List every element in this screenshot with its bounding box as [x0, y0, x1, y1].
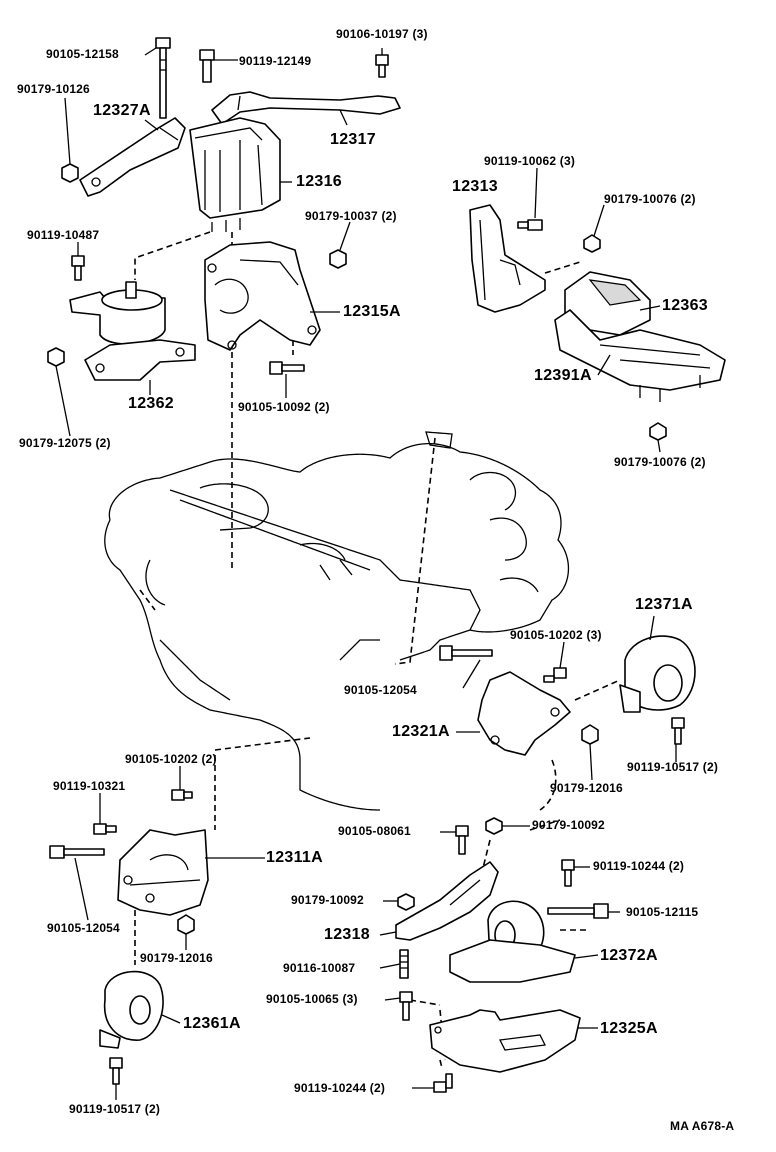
part-label: 90179-10092 — [532, 818, 605, 832]
part-label: 90105-10202 (2) — [125, 752, 217, 766]
part-label: 90119-10062 (3) — [484, 154, 576, 168]
part-label: 90105-08061 — [338, 824, 411, 838]
part-label: 90105-10092 (2) — [238, 400, 330, 414]
nut-90179-12016-left — [177, 914, 195, 935]
bracket-12315A — [204, 241, 321, 351]
bolt-90119-10321 — [93, 823, 117, 835]
part-label: 12315A — [343, 303, 401, 320]
part-label: 90116-10087 — [283, 961, 356, 975]
bolt-90105-10065 — [399, 991, 413, 1021]
nut-90179-10076-bottom — [649, 422, 667, 441]
nut-90179-12016-right — [581, 724, 599, 745]
nut-90179-12075 — [47, 347, 65, 367]
part-label: 90179-12016 — [550, 781, 623, 795]
part-label: 12318 — [324, 926, 370, 943]
part-label: 12362 — [128, 395, 174, 412]
part-label: 12361A — [183, 1015, 241, 1032]
engine-outline — [104, 431, 570, 811]
part-label: 90119-10244 (2) — [593, 859, 685, 873]
part-label: 90119-10487 — [27, 228, 100, 242]
bolt-90105-08061 — [455, 825, 469, 855]
stud-90116-10087 — [399, 949, 409, 979]
part-label: 90179-12075 (2) — [19, 436, 111, 450]
insulator-12362 — [69, 281, 196, 381]
nut-90179-10092-top — [485, 817, 503, 835]
part-label: 90105-10202 (3) — [510, 628, 602, 642]
bracket-12325A — [429, 1009, 581, 1073]
bolt-90105-10202-right — [543, 667, 567, 683]
nut-90179-10092-mid — [397, 893, 415, 911]
part-label: 12363 — [662, 297, 708, 314]
bolt-90105-10202-left — [171, 789, 193, 801]
part-label: 90119-10321 — [53, 779, 126, 793]
bolt-90105-12054-right — [439, 645, 493, 661]
part-label: 12325A — [600, 1020, 658, 1037]
part-label: 12372A — [600, 947, 658, 964]
part-label: 90119-10517 (2) — [69, 1102, 161, 1116]
part-label: 12327A — [93, 102, 151, 119]
part-label: 90179-10126 — [17, 82, 90, 96]
part-label: 12316 — [296, 173, 342, 190]
bracket-12327A — [79, 117, 186, 197]
bolt-90105-12054-left — [49, 845, 105, 859]
part-label: 90105-12115 — [626, 905, 699, 919]
bolt-90119-12149 — [199, 49, 215, 83]
connector-dashes — [134, 227, 621, 1069]
insulator-12372A — [449, 900, 576, 983]
bolt-90119-10244-bottom — [433, 1073, 453, 1093]
bolt-90119-10487 — [71, 255, 85, 281]
bolt-90119-10517-right — [671, 717, 685, 745]
part-label: 90179-10037 (2) — [305, 209, 397, 223]
bracket-12311A — [117, 829, 209, 916]
part-label: 90105-12054 — [344, 683, 417, 697]
bracket-12391A — [554, 309, 726, 402]
bracket-12316 — [189, 117, 281, 232]
bolt-90105-12115 — [547, 903, 609, 919]
part-label: 90105-12158 — [46, 47, 119, 61]
part-label: 90179-10092 — [291, 893, 364, 907]
part-label: 12391A — [534, 367, 592, 384]
bracket-12313 — [469, 204, 546, 313]
part-label: 90179-12016 — [140, 951, 213, 965]
part-label: 12311A — [266, 849, 323, 866]
part-label: 90119-10517 (2) — [627, 760, 719, 774]
bracket-12321A — [477, 671, 571, 756]
bolt-90105-10092 — [269, 361, 305, 375]
bracket-12318 — [395, 861, 499, 941]
part-label: 12321A — [392, 723, 450, 740]
reference-code: MA A678-A — [670, 1119, 735, 1133]
insulator-12371A — [619, 635, 696, 713]
nut-90179-10037 — [329, 249, 347, 269]
part-label: 12317 — [330, 131, 376, 148]
bolt-90119-10062 — [517, 219, 543, 231]
part-label: 12371A — [635, 596, 693, 613]
part-label: 90179-10076 (2) — [614, 455, 706, 469]
part-label: 90119-10244 (2) — [294, 1081, 386, 1095]
part-label: 90106-10197 (3) — [336, 27, 428, 41]
bolt-90106-10197 — [375, 54, 389, 78]
part-label: 90119-12149 — [239, 54, 312, 68]
bolt-90119-10517-left — [109, 1057, 123, 1085]
bolt-90119-10244-top — [561, 859, 575, 887]
part-label: 90179-10076 (2) — [604, 192, 696, 206]
insulator-12361A — [99, 970, 164, 1049]
part-label: 90105-12054 — [47, 921, 120, 935]
bracket-12317 — [211, 91, 401, 125]
part-label: 12313 — [452, 178, 498, 195]
part-label: 90105-10065 (3) — [266, 992, 358, 1006]
leader-lines — [55, 47, 677, 1100]
bolt-90105-12158 — [155, 37, 171, 119]
nut-90179-10126 — [61, 163, 79, 183]
nut-90179-10076-top — [583, 234, 601, 253]
